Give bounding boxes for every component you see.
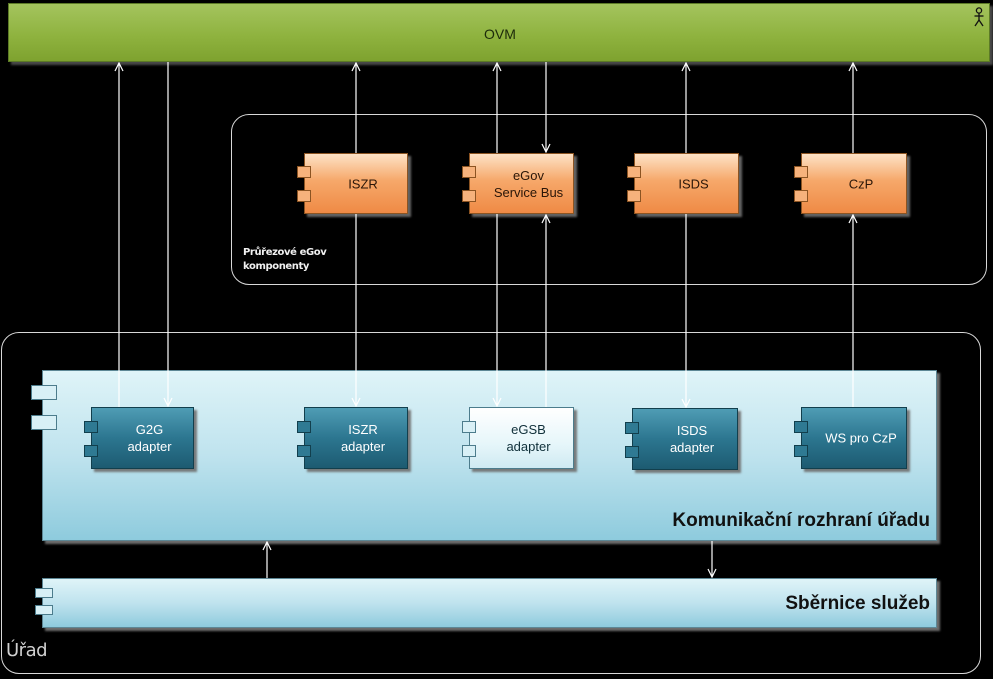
component-tab-icon <box>794 421 808 433</box>
component-tab-icon <box>462 190 476 202</box>
adapter-label: G2G adapter <box>106 421 193 455</box>
adapter-egsb[interactable]: eGSB adapter <box>462 407 574 469</box>
adapter-label: WS pro CzP <box>816 430 906 447</box>
adapter-label-line2: adapter <box>669 440 715 455</box>
adapter-label-line2: adapter <box>340 439 386 454</box>
component-tab-icon <box>625 422 639 434</box>
component-tab-icon <box>35 605 53 615</box>
component-tab-icon <box>794 445 808 457</box>
adapter-label-line1: eGSB <box>511 422 546 437</box>
component-label: ISZR <box>348 176 378 191</box>
adapter-label: ISDS adapter <box>647 422 737 456</box>
component-label: CzP <box>848 176 874 191</box>
urad-group <box>1 332 981 674</box>
component-tab-icon <box>84 421 98 433</box>
egov-components-group <box>231 114 987 285</box>
component-tab-icon <box>627 190 641 202</box>
egov-group-label-line2: komponenty <box>243 261 310 272</box>
adapter-g2g[interactable]: G2G adapter <box>84 407 194 469</box>
adapter-label: eGSB adapter <box>484 421 573 455</box>
component-tab-icon <box>297 190 311 202</box>
component-czp[interactable]: CzP <box>794 153 907 214</box>
component-label-line2: Service Bus <box>493 184 564 200</box>
egov-group-label-line1: Průřezové eGov <box>243 247 327 258</box>
component-tab-icon <box>31 385 57 400</box>
component-tab-icon <box>794 190 808 202</box>
component-label-line1: eGov <box>512 167 545 183</box>
component-tab-icon <box>35 588 53 598</box>
component-tab-icon <box>462 166 476 178</box>
adapter-label-line2: adapter <box>127 439 172 454</box>
component-tab-icon <box>84 445 98 457</box>
component-tab-icon <box>297 166 311 178</box>
component-tab-icon <box>297 421 311 433</box>
adapter-label-line1: WS pro CzP <box>825 430 897 446</box>
adapter-label-line1: ISZR <box>348 422 378 437</box>
sbernice-sluzeb-component[interactable]: Sběrnice služeb <box>35 578 937 628</box>
adapter-isds[interactable]: ISDS adapter <box>625 408 738 470</box>
ovm-actor[interactable]: OVM <box>8 3 990 62</box>
ovm-label: OVM <box>484 26 516 42</box>
adapter-label: ISZR adapter <box>319 421 407 455</box>
component-tab-icon <box>625 446 639 458</box>
component-tab-icon <box>297 445 311 457</box>
komunikacni-rozhrani-title: Komunikační rozhraní úřadu <box>672 510 930 531</box>
component-label: ISDS <box>678 176 709 191</box>
adapter-iszr[interactable]: ISZR adapter <box>297 407 408 469</box>
sbernice-sluzeb-title: Sběrnice služeb <box>785 593 930 614</box>
component-label: eGov Service Bus <box>484 167 573 201</box>
adapter-label-line1: G2G <box>135 422 164 437</box>
component-egov-service-bus[interactable]: eGov Service Bus <box>462 153 574 214</box>
component-tab-icon <box>627 166 641 178</box>
component-tab-icon <box>462 445 476 457</box>
adapter-label-line1: ISDS <box>676 423 708 438</box>
component-iszr[interactable]: ISZR <box>297 153 408 214</box>
adapter-label-line2: adapter <box>506 439 551 454</box>
component-tab-icon <box>794 166 808 178</box>
urad-group-label: Úřad <box>6 640 48 661</box>
actor-stick-figure-icon <box>974 7 984 27</box>
component-tab-icon <box>462 421 476 433</box>
component-tab-icon <box>31 415 57 430</box>
egov-group-label: Průřezové eGov komponenty <box>243 246 327 274</box>
adapter-ws-czp[interactable]: WS pro CzP <box>794 407 907 469</box>
component-isds[interactable]: ISDS <box>627 153 739 214</box>
